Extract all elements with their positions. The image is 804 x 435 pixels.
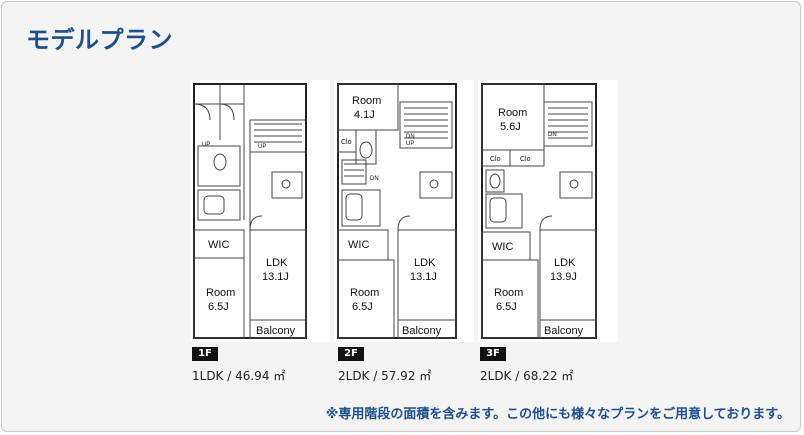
plan-spec-3f: 2LDK / 68.22 ㎡ <box>480 369 574 383</box>
stair-dn-label: DN <box>370 176 379 182</box>
room-label-room-top: Room <box>498 107 527 119</box>
room-label-room: Room <box>206 287 235 299</box>
room-label-room: Room <box>494 287 523 299</box>
stair-up-label: UP <box>258 144 266 150</box>
room-size-ldk: 13.1J <box>262 271 289 283</box>
room-size-room: 6.5J <box>496 301 517 313</box>
footnote: ※専用階段の面積を含みます。この他にも様々なプランをご用意しております。 <box>325 407 790 422</box>
room-label-closet: Clo <box>341 139 352 146</box>
room-label-wic: WIC <box>492 241 513 253</box>
room-size-ldk: 13.1J <box>410 271 437 283</box>
room-label-ldk: LDK <box>414 257 436 269</box>
room-size-room: 6.5J <box>352 301 373 313</box>
floor-plan-1f: UP UP WIC LDK 13.1J Room 6.5J Balcony <box>190 80 330 342</box>
room-label-balcony: Balcony <box>402 325 442 337</box>
room-label-closet: Clo <box>520 156 531 163</box>
room-size-room-top: 4.1J <box>354 109 375 121</box>
room-label-room-top: Room <box>352 95 381 107</box>
room-label-ldk: LDK <box>554 257 576 269</box>
stair-up-label: UP <box>202 142 210 148</box>
room-label-balcony: Balcony <box>256 325 296 337</box>
stair-dn-label: DN <box>548 132 557 138</box>
room-label-wic: WIC <box>208 239 229 251</box>
floor-plan-3f: Room 5.6J DN Clo Clo WIC LDK 13.9J Room … <box>478 80 618 342</box>
floor-badge-1f: 1F <box>192 347 218 361</box>
room-label-ldk: LDK <box>266 257 288 269</box>
floor-plan-drawing: UP UP WIC LDK 13.1J Room 6.5J Balcony <box>193 83 307 339</box>
plan-spec-1f: 1LDK / 46.94 ㎡ <box>192 369 286 383</box>
plan-spec-2f: 2LDK / 57.92 ㎡ <box>338 369 432 383</box>
room-label-wic: WIC <box>348 239 369 251</box>
floor-badge-3f: 3F <box>480 347 506 361</box>
floor-plan-drawing: Room 5.6J DN Clo Clo WIC LDK 13.9J Room … <box>481 83 597 339</box>
room-label-room: Room <box>350 287 379 299</box>
room-label-closet: Clo <box>490 156 501 163</box>
section-title: モデルプラン <box>26 26 173 54</box>
room-size-room: 6.5J <box>208 301 229 313</box>
room-label-balcony: Balcony <box>544 325 584 337</box>
floor-badge-2f: 2F <box>338 347 364 361</box>
room-size-ldk: 13.9J <box>550 271 577 283</box>
room-size-room-top: 5.6J <box>500 121 521 133</box>
